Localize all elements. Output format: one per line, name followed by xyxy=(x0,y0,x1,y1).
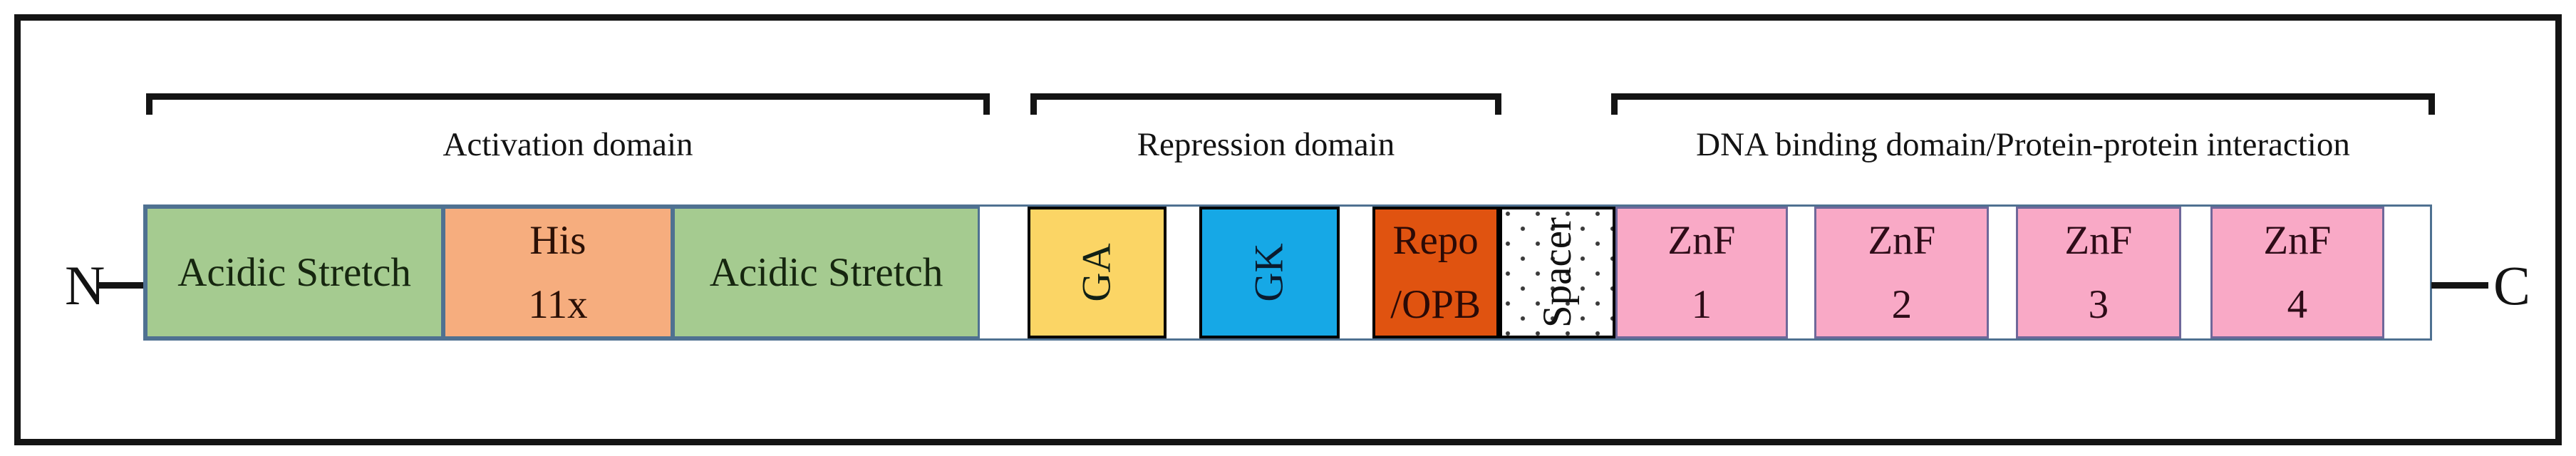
segment-ga: GA xyxy=(1027,207,1167,338)
znf3-line2: 3 xyxy=(2088,281,2109,327)
znf4-line1: ZnF xyxy=(2263,217,2332,263)
segment-label: ZnF 1 xyxy=(1667,209,1735,337)
znf2-line2: 2 xyxy=(1891,281,1913,327)
segment-label: Acidic Stretch xyxy=(709,250,943,295)
segment-gk: GK xyxy=(1199,207,1340,338)
n-terminus-line xyxy=(98,282,159,289)
bar-gap xyxy=(1989,207,2015,338)
segment-acidic-stretch-1: Acidic Stretch xyxy=(145,207,444,338)
segment-spacer: Spacer xyxy=(1499,207,1615,338)
znf4-line2: 4 xyxy=(2287,281,2308,327)
segment-label: Spacer xyxy=(1534,217,1580,328)
activation-domain-label: Activation domain xyxy=(443,126,693,163)
segment-znf-2: ZnF 2 xyxy=(1814,207,1990,338)
bracket-activation-domain: Activation domain xyxy=(146,93,990,163)
bar-end-segment xyxy=(2384,207,2430,338)
segment-znf-3: ZnF 3 xyxy=(2015,207,2182,338)
segment-label: ZnF 2 xyxy=(1868,209,1935,337)
repo-line1: Repo xyxy=(1392,217,1479,263)
his-line2: 11x xyxy=(528,281,588,327)
bar-gap xyxy=(2181,207,2210,338)
bar-gap xyxy=(980,207,1027,338)
segment-znf-4: ZnF 4 xyxy=(2210,207,2384,338)
znf1-line1: ZnF xyxy=(1667,217,1736,263)
bar-gap xyxy=(1167,207,1199,338)
segment-label: GK xyxy=(1247,243,1293,302)
znf3-line1: ZnF xyxy=(2064,217,2133,263)
bar-gap xyxy=(1340,207,1372,338)
segment-label: GA xyxy=(1075,243,1120,302)
segment-label: Repo/OPB xyxy=(1390,209,1481,337)
figure-frame: Activation domain Repression domain DNA … xyxy=(14,14,2562,445)
his-line1: His xyxy=(529,217,586,263)
bar-gap xyxy=(1788,207,1814,338)
repo-line2: /OPB xyxy=(1390,281,1481,327)
segment-repo-opb: Repo/OPB xyxy=(1372,207,1499,338)
bracket-repression-domain: Repression domain xyxy=(1030,93,1501,163)
repression-domain-label: Repression domain xyxy=(1137,126,1395,163)
c-terminus-line xyxy=(2431,282,2488,289)
segment-his-11x: His 11x xyxy=(443,207,673,338)
segment-label: His 11x xyxy=(528,209,587,337)
segment-label: ZnF 4 xyxy=(2263,209,2331,337)
segment-label: ZnF 3 xyxy=(2064,209,2132,337)
segment-acidic-stretch-2: Acidic Stretch xyxy=(672,207,981,338)
segment-label: Acidic Stretch xyxy=(177,250,411,295)
segment-znf-1: ZnF 1 xyxy=(1615,207,1789,338)
dna-binding-domain-label: DNA binding domain/Protein-protein inter… xyxy=(1696,126,2350,163)
c-terminus-label: C xyxy=(2493,254,2531,316)
znf1-line2: 1 xyxy=(1691,281,1712,327)
bracket-dna-binding-domain: DNA binding domain/Protein-protein inter… xyxy=(1611,93,2435,163)
znf2-line1: ZnF xyxy=(1868,217,1936,263)
